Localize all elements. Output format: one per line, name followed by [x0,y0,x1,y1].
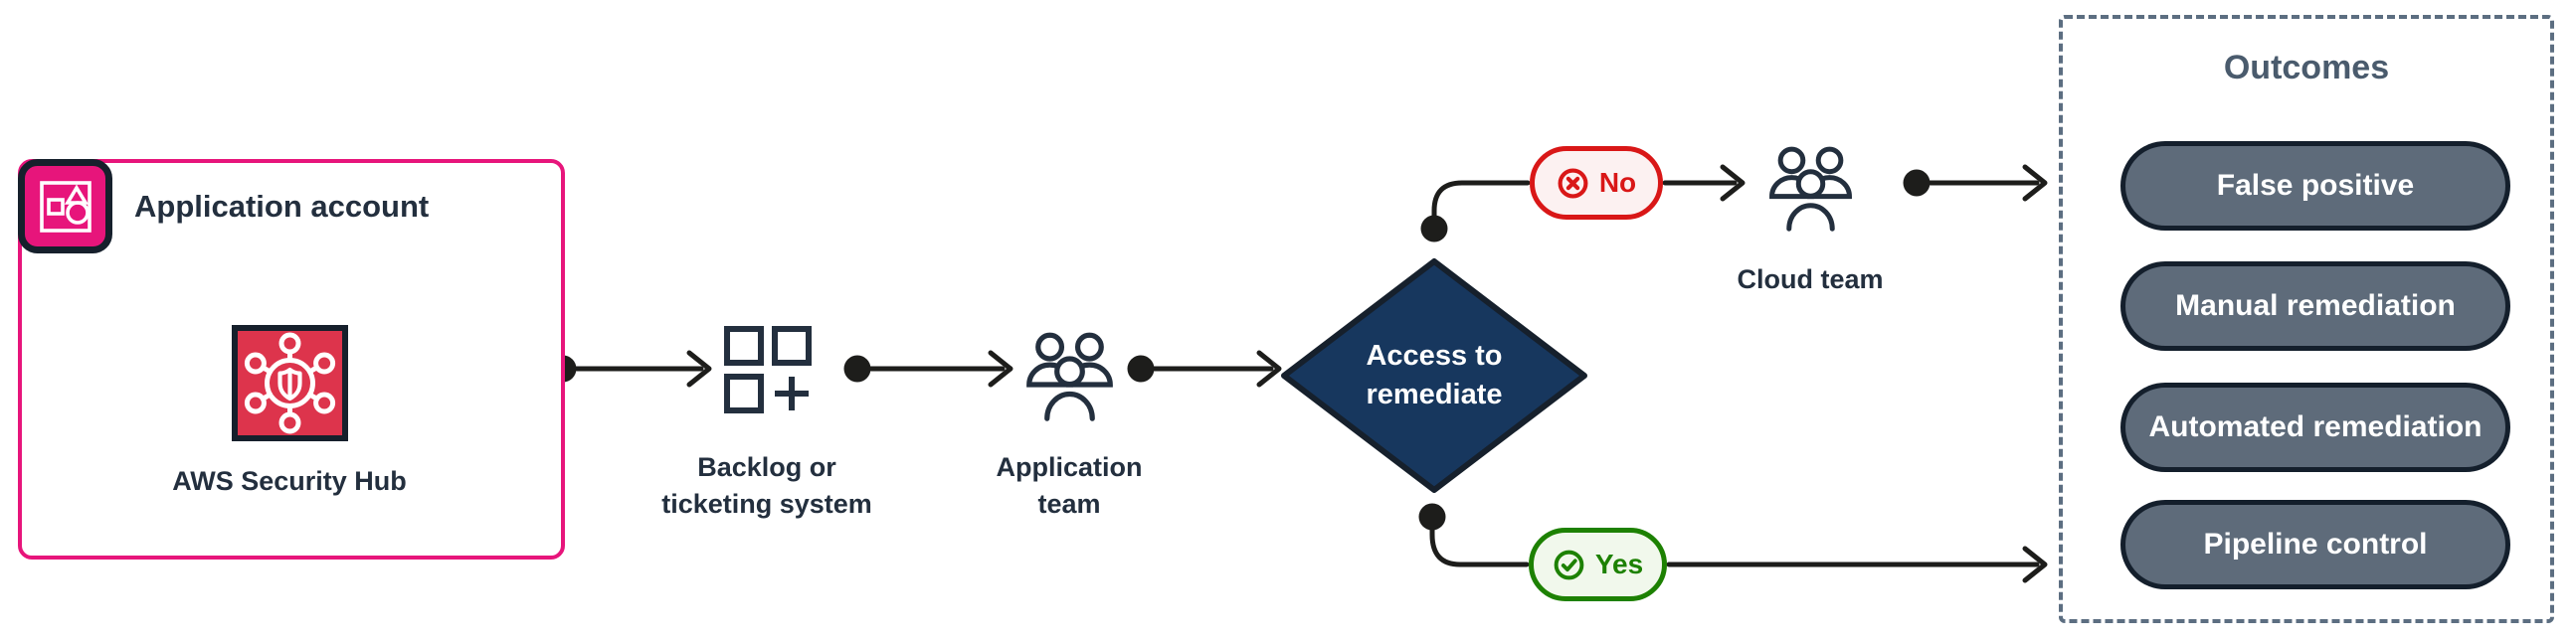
outcomes-title: Outcomes [2223,49,2390,86]
decision-label-line2: remediate [1366,379,1503,410]
application-team-label-line2: team [1037,489,1101,519]
success-circle-check-icon [1554,550,1584,579]
backlog-label-line2: ticketing system [661,489,872,519]
outcome-pill-automated-remediation: Automated remediation [2120,383,2510,472]
security-hub-icon [232,325,348,441]
decision-label-line1: Access to [1366,340,1503,372]
flow-lines [574,164,2048,583]
yes-branch-badge: Yes [1529,528,1667,601]
connector-dots [549,169,1931,531]
outcome-pill-manual-remediation: Manual remediation [2120,261,2510,351]
users-icon [1769,146,1852,232]
security-hub-label: AWS Security Hub [172,466,407,496]
application-team-label-line1: Application [996,452,1143,482]
decision-diamond-label: Access to remediate [1285,337,1583,414]
error-circle-x-icon [1558,168,1588,198]
cloud-team-label: Cloud team [1737,264,1884,294]
application-team-label: Application team [870,449,1268,523]
no-branch-label: No [1598,167,1637,198]
application-account-icon [18,159,112,253]
outcomes-group: Outcomes False positive Manual remediati… [2059,15,2554,623]
backlog-ticketing-icon [724,326,812,413]
backlog-label-line1: Backlog or [697,452,836,482]
users-icon [1026,332,1113,421]
outcome-pill-false-positive: False positive [2120,141,2510,231]
backlog-label: Backlog or ticketing system [568,449,966,523]
yes-branch-label: Yes [1594,549,1644,579]
decision-diamond-shape [1281,258,1587,493]
application-account-title: Application account [134,189,430,224]
outcome-pill-pipeline-control: Pipeline control [2120,500,2510,589]
no-branch-badge: No [1530,146,1663,220]
